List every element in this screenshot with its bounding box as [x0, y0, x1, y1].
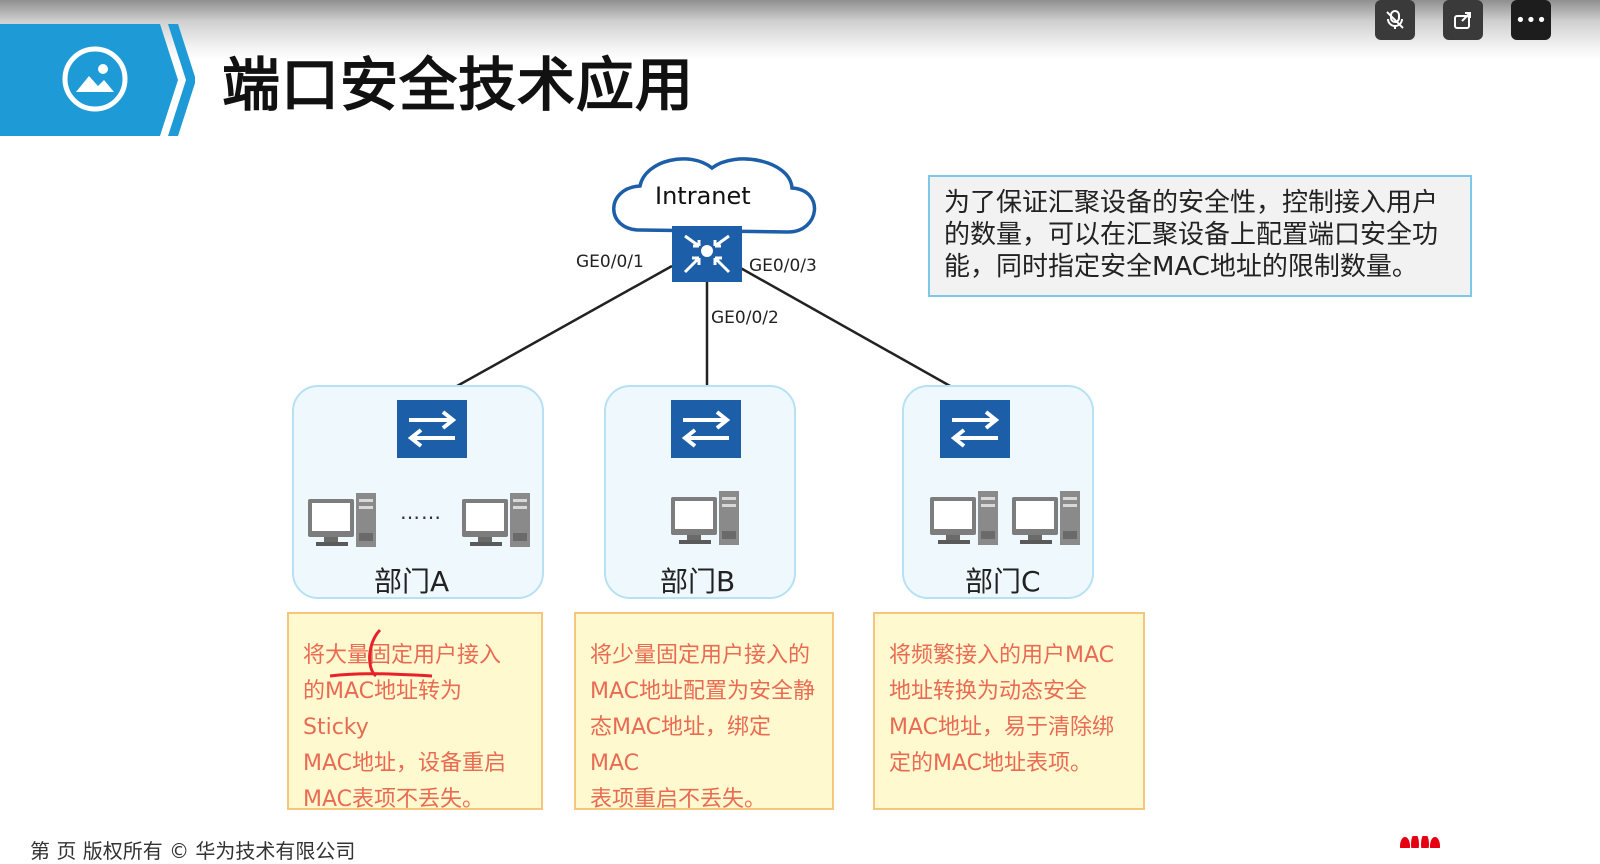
- note-b-line: 表项重启不丢失。: [590, 787, 767, 812]
- department-a-label: 部门A: [374, 565, 450, 598]
- note-a-line: 将大量固定用户接入: [303, 643, 502, 668]
- voice-button[interactable]: [1375, 0, 1415, 40]
- more-pcs-ellipsis: ……: [400, 500, 442, 524]
- slide-footer: 第 页 版权所有 © 华为技术有限公司: [30, 839, 356, 863]
- share-icon: [1454, 12, 1471, 29]
- image-icon: [62, 46, 128, 112]
- port-label-ge0-0-3: GE0/0/3: [749, 256, 817, 276]
- more-button[interactable]: •••: [1511, 0, 1551, 40]
- mic-crossed-icon: [1386, 10, 1404, 29]
- link-ge0-0-3: [736, 264, 976, 402]
- note-b-line: 将少量固定用户接入的: [590, 643, 811, 668]
- department-c-label: 部门C: [965, 565, 1041, 598]
- core-switch-icon: [672, 226, 742, 282]
- huawei-logo: [1400, 836, 1440, 848]
- note-department-a: 将大量固定用户接入 的MAC地址转为Sticky MAC地址，设备重启 MAC表…: [287, 612, 543, 812]
- note-a-line: MAC地址，设备重启: [303, 751, 507, 776]
- cloud-label: Intranet: [655, 182, 751, 210]
- more-dots-icon: •••: [1515, 9, 1547, 31]
- info-box: 为了保证汇聚设备的安全性，控制接入用户的数量，可以在汇聚设备上配置端口安全功能，…: [928, 175, 1472, 297]
- note-c-line: 将频繁接入的用户MAC: [889, 643, 1115, 668]
- department-b-label: 部门B: [660, 565, 736, 598]
- note-department-c: 将频繁接入的用户MAC 地址转换为动态安全 MAC地址，易于清除绑 定的MAC地…: [873, 612, 1145, 810]
- note-a-line: MAC表项不丢失。: [303, 787, 485, 812]
- note-c-line: 定的MAC地址表项。: [889, 751, 1093, 776]
- note-c-line: 地址转换为动态安全: [889, 679, 1088, 704]
- note-c-line: MAC地址，易于清除绑: [889, 715, 1115, 740]
- link-ge0-0-1: [431, 264, 673, 402]
- note-b-line: 态MAC地址，绑定MAC: [590, 715, 772, 776]
- port-label-ge0-0-1: GE0/0/1: [576, 252, 644, 272]
- window-top-shade: [0, 0, 1600, 60]
- port-label-ge0-0-2: GE0/0/2: [711, 308, 779, 328]
- page-title: 端口安全技术应用: [222, 51, 695, 119]
- share-button[interactable]: [1443, 0, 1483, 40]
- note-b-line: MAC地址配置为安全静: [590, 679, 816, 704]
- note-department-b: 将少量固定用户接入的 MAC地址配置为安全静 态MAC地址，绑定MAC 表项重启…: [574, 612, 834, 812]
- cloud-icon: [612, 157, 817, 234]
- note-a-line: 的MAC地址转为Sticky: [303, 679, 463, 740]
